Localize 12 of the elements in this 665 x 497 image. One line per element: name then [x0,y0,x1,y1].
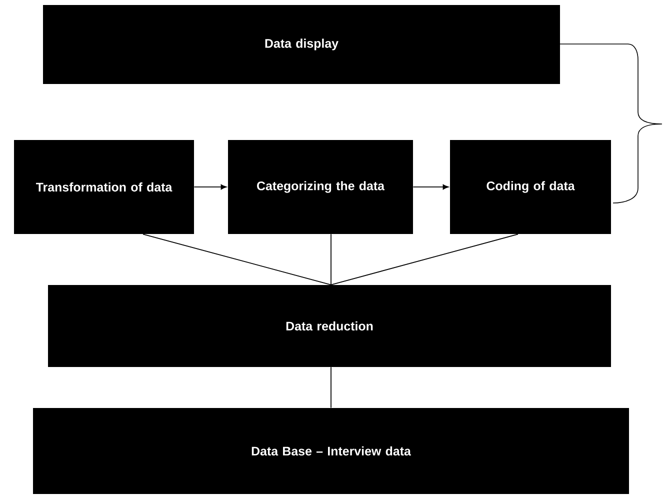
connector [330,234,518,286]
process-box: Data reduction [48,284,611,367]
connector [330,234,332,286]
connector [330,366,332,408]
process-box: Transformation of data [14,140,194,234]
process-box: Data display [43,5,560,84]
process-box: Coding of data [450,140,611,234]
process-box: Data Base – Interview data [33,408,629,494]
connector [194,184,227,190]
connector [142,234,332,286]
connector [412,184,449,190]
process-box: Categorizing the data [228,140,413,234]
